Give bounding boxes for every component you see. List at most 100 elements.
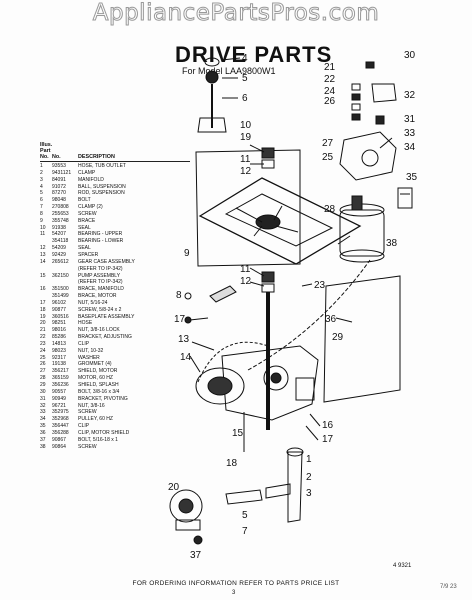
header-rule	[40, 161, 190, 162]
parts-list-header: Illus. Part	[40, 142, 190, 154]
part-description: ROD, SUSPENSION	[78, 190, 125, 197]
part-description: NUT, 3/8-16	[78, 402, 105, 409]
part-number: 92429	[52, 251, 66, 258]
part-description: SCREW	[78, 210, 97, 217]
figure-number: 4 9321	[393, 563, 412, 569]
part-number: 93553	[52, 163, 66, 169]
part-number: 98048	[52, 197, 66, 204]
part-description: CLIP	[78, 423, 90, 430]
part-number: 354118	[52, 238, 69, 245]
header-no: No.	[40, 154, 49, 160]
callout-13: 13	[178, 334, 190, 345]
drive-belt-icon	[247, 259, 371, 371]
callout-8: 8	[176, 290, 182, 301]
parts-list-header-row: No. No. DESCRIPTION	[40, 154, 190, 160]
illus-number: 37	[40, 436, 46, 443]
part-description: SHIELD, MOTOR	[78, 368, 118, 375]
table-row: 13 92429 SPACER	[40, 252, 190, 259]
callout-12b: 12	[240, 276, 252, 287]
pulley-icon	[195, 367, 245, 405]
header-partno: No.	[52, 154, 61, 160]
motor-icon	[339, 209, 385, 257]
part-description: PUMP ASSEMBLY	[78, 272, 121, 279]
part-description: SPACER	[78, 251, 99, 258]
illus-number: 18	[40, 306, 46, 313]
table-row: 30 90557 BOLT, 3/8-16 x 3/4	[40, 389, 190, 396]
callout-37: 37	[190, 550, 202, 561]
callout-28: 28	[324, 204, 336, 215]
pump-icon	[169, 489, 203, 523]
part-number: 98251	[52, 320, 66, 327]
callout-17a: 17	[174, 314, 186, 325]
illus-number: 15	[40, 272, 46, 279]
part-description: (REFER TO IP-342)	[78, 265, 123, 272]
part-number: 90877	[52, 306, 66, 313]
part-description: SEAL	[78, 224, 91, 231]
illus-number: 30	[40, 388, 46, 395]
part-number: 91938	[52, 224, 66, 231]
callout-38: 38	[386, 238, 398, 249]
part-description: MOTOR, 60 HZ	[78, 375, 113, 382]
illus-number: 25	[40, 354, 46, 361]
splash-shield-icon	[323, 275, 401, 403]
part-description: CLIP	[78, 340, 90, 347]
part-description: BASEPLATE ASSEMBLY	[78, 313, 135, 320]
illus-number: 29	[40, 382, 46, 388]
illus-number: 13	[40, 251, 46, 258]
illus-number: 8	[40, 210, 43, 217]
part-number: 362150	[52, 272, 69, 279]
part-number: 91072	[52, 183, 66, 190]
part-number: 19138	[52, 361, 66, 368]
part-number: 87270	[52, 190, 66, 197]
part-description: HOSE, TUB OUTLET	[78, 163, 126, 169]
suspension-ball-icon	[205, 70, 219, 84]
callout-17b: 17	[322, 434, 334, 445]
callout-15: 15	[232, 428, 244, 439]
part-description: BOLT	[78, 197, 91, 204]
part-description: (REFER TO IP-342)	[78, 279, 123, 286]
part-number: 90557	[52, 388, 66, 395]
illus-number: 23	[40, 340, 46, 347]
callout-30: 30	[404, 50, 416, 61]
illus-number: 17	[40, 299, 46, 306]
part-number: 365159	[52, 375, 69, 382]
illus-number: 4	[40, 183, 43, 190]
callout-23: 23	[314, 280, 326, 291]
illus-number: 7	[40, 204, 43, 211]
callout-19: 19	[240, 132, 252, 143]
part-number: 255653	[52, 210, 69, 217]
watermark: AppliancePartsPros.com	[92, 0, 380, 27]
table-row: 8 255653 SCREW	[40, 211, 190, 218]
part-description: BOLT, 3/8-16 x 3/4	[78, 388, 120, 395]
hose-icon	[265, 483, 291, 499]
callout-6: 6	[242, 93, 248, 104]
illus-number: 33	[40, 409, 46, 416]
part-number: 90949	[52, 395, 66, 402]
callout-3: 3	[306, 488, 312, 499]
illus-number: 20	[40, 320, 46, 327]
callout-10: 10	[240, 120, 252, 131]
callout-18: 18	[226, 458, 238, 469]
part-description: NUT, 5/16-24	[78, 299, 108, 306]
illus-number: 3	[40, 176, 43, 183]
part-number: 14813	[52, 340, 66, 347]
part-description: GROMMET (4)	[78, 361, 112, 368]
illus-number: 38	[40, 443, 46, 450]
